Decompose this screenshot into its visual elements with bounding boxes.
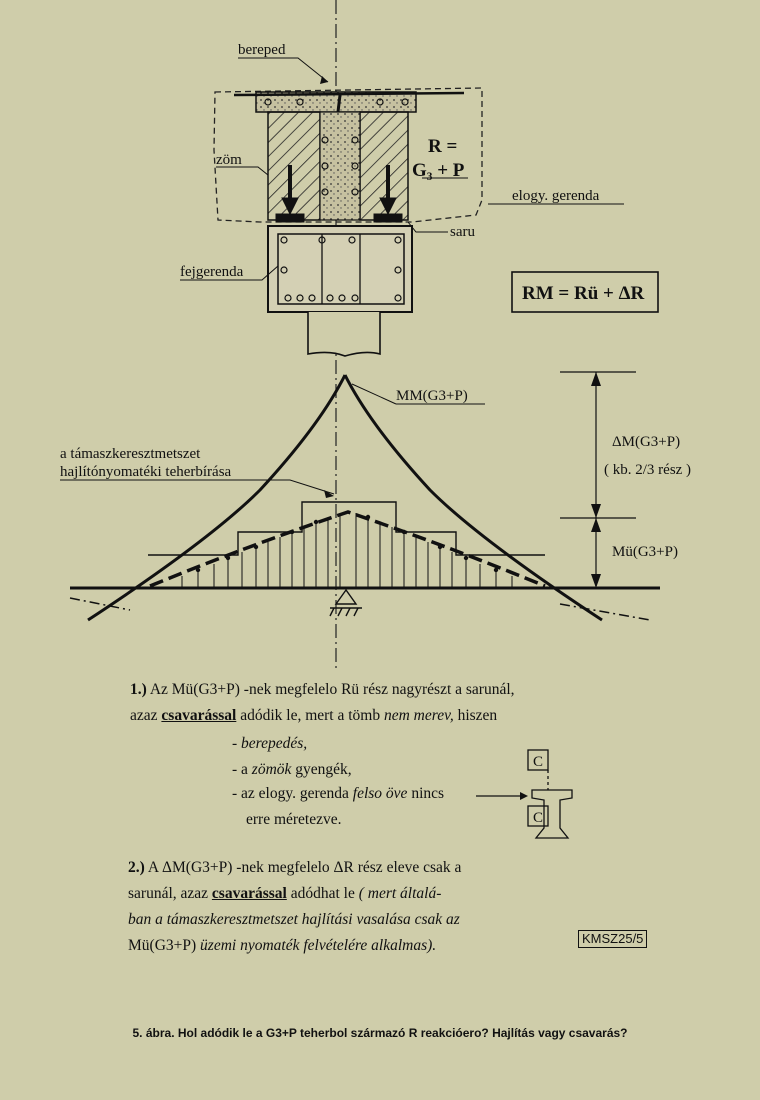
rm-box <box>511 271 659 313</box>
paragraph-2-line-4: Mü(G3+P) üzemi nyomaték felvételére alka… <box>128 936 436 956</box>
p2-b-pre: sarunál, azaz <box>128 885 209 902</box>
label-elogy-gerenda: elogy. gerenda <box>512 188 600 204</box>
paragraph-2-line-1: 2.) A ΔM(G3+P) -nek megfelelo ΔR rész el… <box>128 858 461 878</box>
hanger-lines <box>181 513 513 587</box>
label-dm-note: ( kb. 2/3 rész ) <box>604 462 691 478</box>
slab-line <box>233 91 465 97</box>
head-beam-stirrup <box>277 233 405 305</box>
li3-post: nincs <box>411 785 445 802</box>
label-rm-formula: RM = Rü + ΔR <box>522 283 645 304</box>
paragraph-2-line-2: sarunál, azaz csavarással adódhat le ( m… <box>128 884 441 904</box>
p2-b-mid: adódhat le <box>290 885 355 902</box>
list-item-3: - az elogy. gerenda felso öve nincs <box>232 784 444 804</box>
p1-b-post: hiszen <box>457 707 498 724</box>
label-zom: zöm <box>216 152 242 168</box>
beam-section-icon <box>476 749 573 839</box>
load-arrows <box>275 165 403 223</box>
p1-b-pre: azaz <box>130 707 158 724</box>
p1-line-a: Az Mü(G3+P) -nek megfelelo Rü rész nagyr… <box>149 681 515 698</box>
hanger-dots <box>195 514 499 573</box>
label-dm: ΔM(G3+P) <box>612 434 680 450</box>
li2-post: gyengék, <box>295 761 352 778</box>
label-fejgerenda: fejgerenda <box>180 264 244 280</box>
label-capacity-2: hajlítónyomatéki teherbírása <box>60 464 232 480</box>
inner-moment-curve <box>149 510 546 588</box>
paragraph-2-line-3: ban a támaszkeresztmetszet hajlítási vas… <box>128 911 460 928</box>
dimension-lines <box>560 371 636 586</box>
label-r: R = <box>428 136 457 157</box>
head-beam <box>267 225 413 313</box>
paragraph-1-line-1: 1.) Az Mü(G3+P) -nek megfelelo Rü rész n… <box>130 680 515 700</box>
label-capacity-1: a támaszkeresztmetszet <box>60 446 201 462</box>
p1-number: 1.) <box>130 681 147 698</box>
concrete-core <box>319 111 361 221</box>
li3-pre: - az elogy. gerenda <box>232 785 349 802</box>
label-saru: saru <box>450 224 475 240</box>
p1-b-italic: nem merev, <box>383 707 454 724</box>
figure-caption: 5. ábra. Hol adódik le a G3+P teherbol s… <box>132 1026 628 1040</box>
rebar-circles <box>264 98 409 196</box>
p1-b-underlined: csavarással <box>161 707 237 724</box>
capacity-step-line <box>148 501 545 556</box>
head-beam-rebars <box>280 236 402 302</box>
moment-curve-right <box>343 374 603 622</box>
dimension-arrowheads <box>591 372 601 588</box>
list-item-4: erre méretezve. <box>246 811 342 828</box>
li3-italic: felso öve <box>352 785 408 802</box>
precast-beam-outline <box>213 87 483 223</box>
label-mm: MM(G3+P) <box>396 388 468 404</box>
paragraph-1-line-2: azaz csavarással adódik le, mert a tömb … <box>130 706 497 726</box>
leader-lines <box>180 57 624 281</box>
li2-italic: zömök <box>251 761 292 778</box>
label-bereped: bereped <box>238 42 286 58</box>
figure-code-box: KMSZ25/5 <box>578 930 648 948</box>
label-mu: Mü(G3+P) <box>612 544 678 560</box>
p2-d-pre: Mü(G3+P) <box>128 937 197 954</box>
li2-pre: - a <box>232 761 248 778</box>
icon-letter-c-1: C <box>533 754 543 770</box>
label-r-formula: G₃ + P <box>412 160 465 181</box>
list-item-1: - berepedés, <box>232 735 308 752</box>
list-item-2: - a zömök gyengék, <box>232 760 352 780</box>
p1-b-mid: adódik le, mert a tömb <box>240 707 381 724</box>
p2-line-a: A ΔM(G3+P) -nek megfelelo ΔR rész eleve … <box>147 859 462 876</box>
diagram-canvas: bereped zöm R = G₃ + P elogy. gerenda sa… <box>60 0 691 839</box>
p2-number: 2.) <box>128 859 145 876</box>
p2-b-underlined: csavarással <box>211 885 287 902</box>
icon-letter-c-2: C <box>533 810 543 826</box>
column <box>307 312 381 357</box>
moment-curve-left <box>87 374 347 622</box>
p2-d-italic: üzemi nyomaték felvételére alkalmas). <box>200 937 437 954</box>
support-symbol <box>329 588 362 617</box>
p2-b-italic: ( mert általá- <box>358 885 442 902</box>
